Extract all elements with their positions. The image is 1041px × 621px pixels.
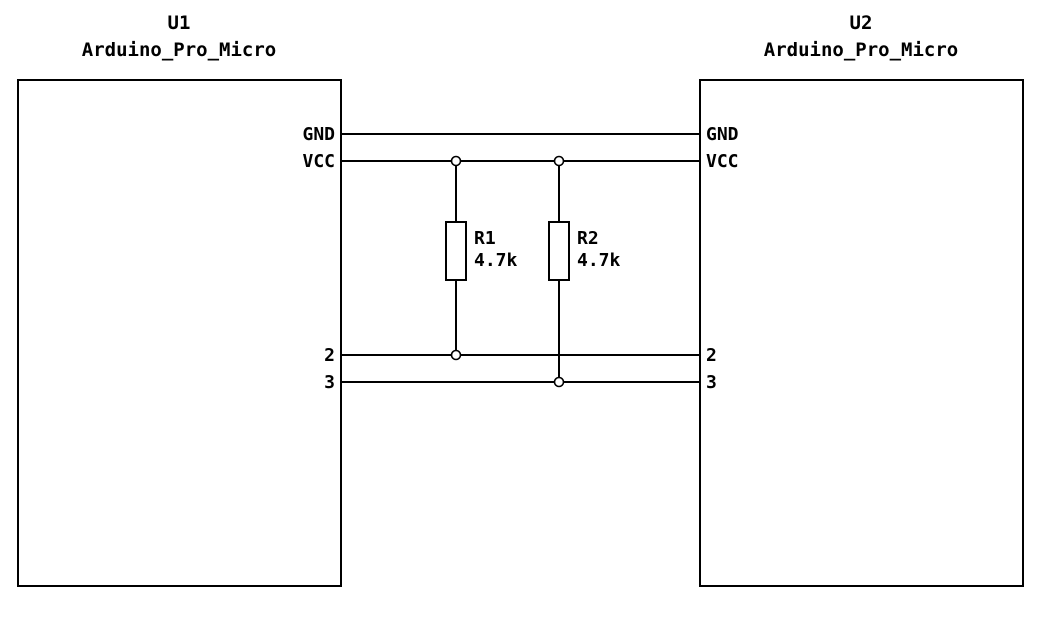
component-r1: R1 4.7k [445,161,518,355]
u2-pin-label-vcc: VCC [706,151,739,172]
u2-pin-label-gnd: GND [706,124,739,145]
u2-pin-label-3: 3 [706,372,717,393]
junction-vcc-r1 [450,155,462,167]
u1-reference-label: U1 [168,12,191,34]
u1-pin-label-gnd: GND [302,124,335,145]
r1-reference-label: R1 [474,228,496,249]
junctions [450,155,565,388]
u2-body [699,79,1024,587]
u1-pin-label-3: 3 [324,372,335,393]
r2-body [548,221,570,281]
u2-reference-label: U2 [850,12,873,34]
u1-pin-label-vcc: VCC [302,151,335,172]
u2-value-label: Arduino_Pro_Micro [764,39,958,61]
wires [341,133,700,383]
component-u1: U1 Arduino_Pro_Micro GND VCC 2 3 [17,12,342,587]
junction-vcc-r2 [553,155,565,167]
component-u2: U2 Arduino_Pro_Micro GND VCC 2 3 [699,12,1024,587]
component-r2: R2 4.7k [548,161,621,382]
junction-net2-r1 [450,349,462,361]
r2-value-label: 4.7k [577,250,621,271]
r1-body [445,221,467,281]
u1-value-label: Arduino_Pro_Micro [82,39,276,61]
u1-pin-label-2: 2 [324,345,335,366]
u1-body [17,79,342,587]
r2-reference-label: R2 [577,228,599,249]
r1-value-label: 4.7k [474,250,518,271]
junction-net3-r2 [553,376,565,388]
u2-pin-label-2: 2 [706,345,717,366]
